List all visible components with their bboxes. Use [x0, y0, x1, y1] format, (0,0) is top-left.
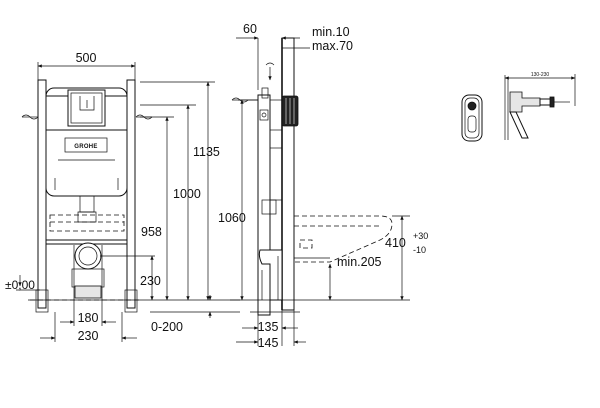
dim-range-130-230: 130-230 [531, 72, 550, 78]
dim-height-1060: 1060 [218, 211, 246, 225]
dim-min-10: min.10 [312, 25, 350, 39]
frame-side [257, 94, 271, 316]
flush-plate [67, 89, 106, 127]
wall-section [281, 37, 295, 311]
dim-height-410: 410 [385, 236, 406, 250]
dim-height-1135: 1135 [193, 145, 220, 159]
dim-floor-range: 0-200 [151, 320, 183, 334]
grohe-logo: GROHE [74, 144, 98, 150]
dim-front-width: 500 [76, 51, 97, 65]
front-view: GROHE 500 1 [5, 51, 240, 343]
dim-height-958: 958 [141, 225, 162, 239]
dim-tolerance-minus: -10 [413, 245, 426, 255]
flush-plate-detail [461, 94, 483, 142]
wc-bowl-outline [294, 215, 393, 263]
actuator-mechanism [509, 91, 541, 113]
zero-level-label: ±0,00 [5, 278, 35, 292]
dim-min-205: min.205 [337, 255, 382, 269]
dim-height-230: 230 [140, 274, 161, 288]
side-view: 60 min.10 max.70 1060 410 +30 -10 min.20… [218, 22, 428, 350]
detail-view: 130-230 [461, 72, 576, 142]
dim-height-1000: 1000 [173, 187, 201, 201]
dim-bottom-230: 230 [78, 329, 99, 343]
dim-bottom-145: 145 [258, 336, 279, 350]
frame-left-upright [37, 79, 47, 309]
dim-tolerance-plus: +30 [413, 231, 428, 241]
dim-top-60: 60 [243, 22, 257, 36]
dim-bottom-135: 135 [258, 320, 279, 334]
dim-bottom-180: 180 [78, 311, 99, 325]
dim-max-70: max.70 [312, 39, 353, 53]
frame-right-upright [126, 79, 136, 309]
